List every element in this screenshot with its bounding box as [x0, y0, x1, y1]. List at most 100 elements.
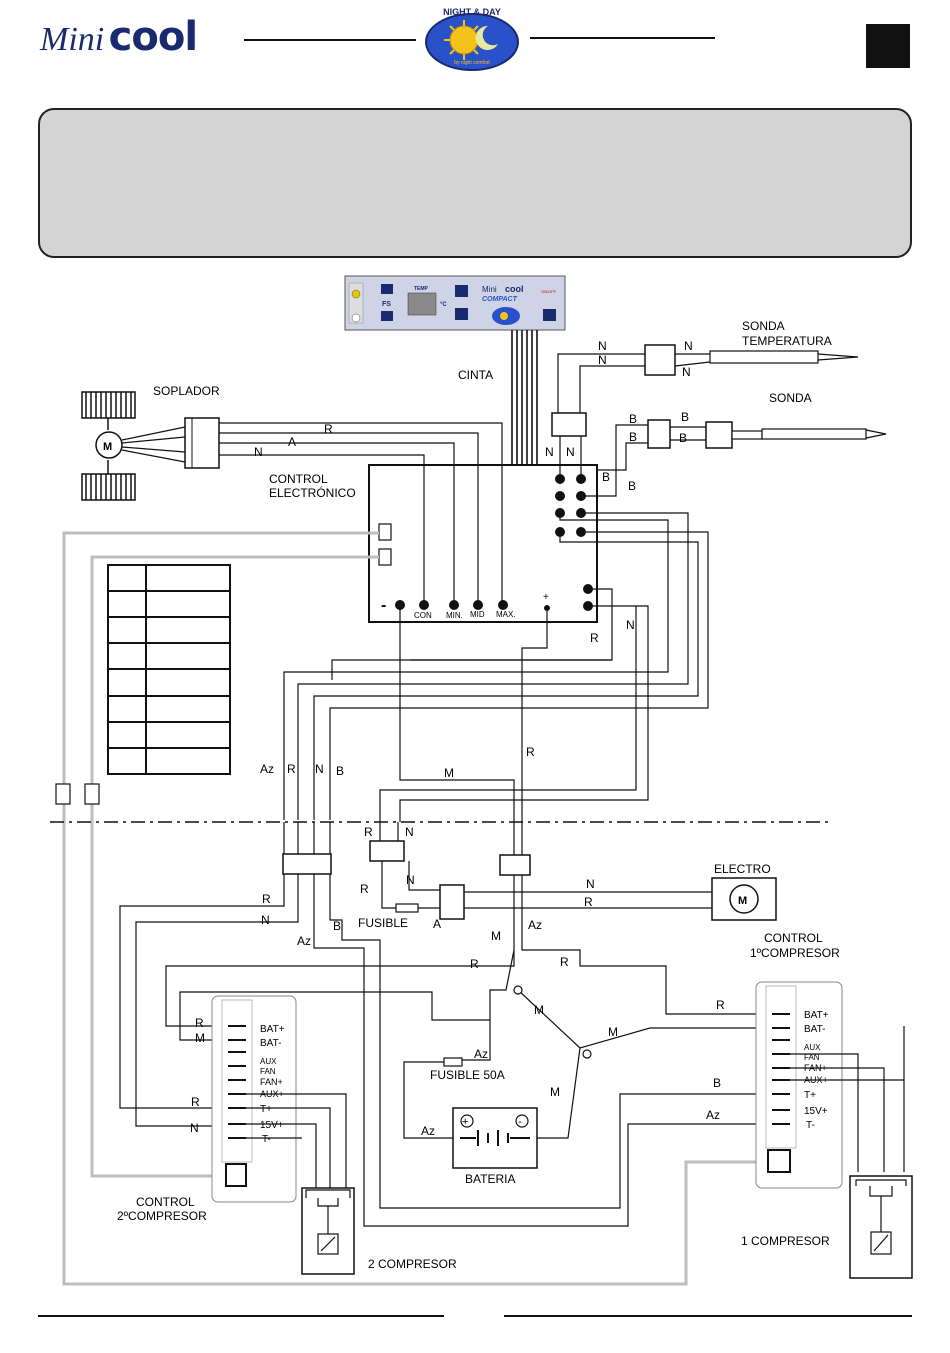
wire-az-low-1: Az: [297, 934, 311, 948]
wire-m-main-1: M: [444, 766, 454, 780]
wire-r-main-2: R: [526, 745, 535, 759]
label-con: CON: [414, 611, 432, 620]
battery-minus-icon: [515, 1114, 529, 1128]
wire-b-sonda-4: B: [679, 431, 687, 445]
wire-m-low-3: M: [550, 1085, 560, 1099]
wire-b-sonda-6: B: [628, 479, 636, 493]
wire-r-c2-1: R: [195, 1016, 204, 1030]
wire-n-blower: N: [254, 445, 263, 459]
c2-t-plus: T+: [260, 1104, 272, 1115]
badge-bottom-text: by night comfort: [454, 60, 490, 66]
wire-a-blower: A: [288, 435, 296, 449]
c1-t-minus: T-: [806, 1120, 815, 1131]
wire-m-low-1: M: [534, 1003, 544, 1017]
wire-n-probe-2: N: [598, 353, 607, 367]
wire-n-probe-1: N: [598, 339, 607, 353]
label-bateria: BATERIA: [465, 1172, 515, 1186]
wire-b-low-1: B: [333, 919, 341, 933]
control-2-compresor: BAT+ BAT- AUX FAN FAN+ AUX+ T+ 15V+ T-: [211, 995, 297, 1203]
wire-r-low-3: R: [560, 955, 569, 969]
label-comp2: 2 COMPRESOR: [368, 1257, 457, 1271]
wire-n-harness: N: [315, 762, 324, 776]
panel-brand-mini: Mini: [482, 285, 497, 294]
label-sonda-temp-2: TEMPERATURA: [742, 334, 832, 348]
wire-n-probe-6: N: [566, 445, 575, 459]
wire-az-low-4: Az: [421, 1124, 435, 1138]
blower-motor-icon: [95, 431, 123, 459]
label-sonda-temp-1: SONDA: [742, 319, 785, 333]
wire-b-low-2: B: [713, 1076, 721, 1090]
label-fusible: FUSIBLE: [358, 916, 408, 930]
c2-bat-minus: BAT-: [260, 1038, 281, 1049]
battery-plus-icon: [460, 1114, 474, 1128]
info-panel: [38, 108, 912, 258]
temp-up-button[interactable]: [455, 285, 468, 297]
wire-b-sonda-3: B: [681, 410, 689, 424]
soplador-blower: M: [81, 391, 220, 501]
panel-brand-cool: cool: [505, 284, 524, 294]
footer-rule-left: [38, 1315, 444, 1317]
svg-text:+: +: [462, 1116, 468, 1128]
label-ctrl2-2: 2ºCOMPRESOR: [117, 1209, 207, 1223]
wire-n-low-1: N: [261, 913, 270, 927]
label-cinta: CINTA: [458, 368, 493, 382]
page-marker: [866, 24, 910, 68]
wire-m-low-2: M: [608, 1025, 618, 1039]
wire-n-probe-4: N: [682, 365, 691, 379]
wire-az-electro: Az: [528, 918, 542, 932]
c1-15v: 15V+: [804, 1106, 828, 1117]
c2-aux: AUX: [260, 1057, 277, 1066]
wire-n-main-1: N: [626, 618, 635, 632]
wire-r-electro: R: [584, 895, 593, 909]
label-ctrl2-1: CONTROL: [136, 1195, 195, 1209]
c1-bat-minus: BAT-: [804, 1024, 825, 1035]
wire-r-low-4: R: [716, 998, 725, 1012]
label-sonda: SONDA: [769, 391, 812, 405]
c1-fan: FAN: [804, 1053, 820, 1062]
onoff-label: ON/OFF: [541, 289, 557, 294]
header-rule-left: [244, 39, 416, 41]
label-fusible50: FUSIBLE 50A: [430, 1068, 505, 1082]
label-electro: ELECTRO: [714, 862, 771, 876]
wire-az-low-2: Az: [474, 1047, 488, 1061]
temp-display: [407, 292, 437, 316]
badge-top-text: NIGHT & DAY: [443, 7, 501, 17]
c2-fan-plus: FAN+: [260, 1077, 283, 1087]
c2-t-minus: T-: [262, 1134, 271, 1145]
brand-cool-text: cool: [108, 14, 198, 60]
legend-table: [107, 564, 231, 775]
night-day-badge: NIGHT & DAY by night comfort: [425, 7, 519, 71]
header-rule-right: [530, 37, 715, 39]
wire-n-fus: N: [406, 873, 415, 887]
temp-down-button[interactable]: [455, 308, 468, 320]
c2-fan: FAN: [260, 1067, 276, 1076]
label-control-elec-1: CONTROL: [269, 472, 328, 486]
electro-motor-label: M: [738, 895, 747, 907]
wire-r-main-1: R: [590, 631, 599, 645]
wire-az-low-3: Az: [706, 1108, 720, 1122]
wire-m-c2-1: M: [195, 1031, 205, 1045]
label-ctrl1-2: 1ºCOMPRESOR: [750, 946, 840, 960]
wire-m-electro: M: [491, 929, 501, 943]
c1-bat-plus: BAT+: [804, 1010, 829, 1021]
svg-text:-: -: [518, 1116, 522, 1128]
wire-r-low-2: R: [470, 957, 479, 971]
c2-bat-plus: BAT+: [260, 1024, 285, 1035]
wire-r-conn-1: R: [364, 825, 373, 839]
label-ctrl1-1: CONTROL: [764, 931, 823, 945]
wire-n-electro: N: [586, 877, 595, 891]
electro-motor-icon: [729, 884, 759, 914]
blower-motor-label: M: [103, 441, 112, 453]
battery: + -: [452, 1107, 538, 1169]
temp-unit: °C: [440, 302, 447, 308]
label-comp1: 1 COMPRESOR: [741, 1234, 830, 1248]
fan-down-button[interactable]: [381, 311, 393, 321]
fan-up-button[interactable]: [381, 284, 393, 294]
c1-t-plus: T+: [804, 1090, 816, 1101]
wire-r-c2-2: R: [191, 1095, 200, 1109]
onoff-button[interactable]: [543, 309, 556, 321]
fs-label: FS: [382, 301, 391, 308]
c2-15v: 15V+: [260, 1120, 284, 1131]
wire-n-probe-3: N: [684, 339, 693, 353]
